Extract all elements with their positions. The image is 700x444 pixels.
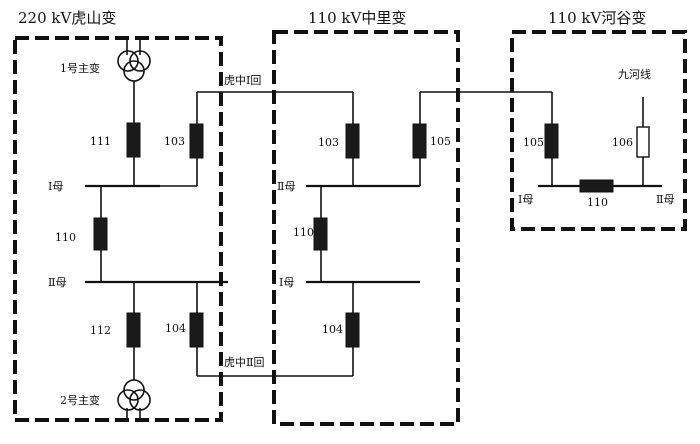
breaker-hushan-103-label: 103 <box>164 135 185 148</box>
transformer-1-label: 1号主变 <box>60 61 100 75</box>
zhongli-station-box <box>272 30 460 426</box>
hushan-station-box <box>13 36 223 422</box>
breaker-zhongli-105-label: 105 <box>430 135 451 148</box>
station-title-zhongli: 110 kV中里变 <box>308 9 406 27</box>
hegu-bus-2-label: Ⅱ母 <box>656 193 674 206</box>
breaker-hegu-105-label: 105 <box>523 136 544 149</box>
breaker-zhongli-110-label: 110 <box>293 226 314 239</box>
breaker-hushan-110-label: 110 <box>55 231 76 244</box>
hushan-bus-1-label: Ⅰ母 <box>48 180 63 193</box>
breaker-111[interactable] <box>126 122 141 158</box>
breaker-112[interactable] <box>126 312 141 348</box>
zhongli-bus-2-label: Ⅱ母 <box>277 180 295 193</box>
breaker-zhongli-110[interactable] <box>313 217 328 251</box>
transformer-1-icon <box>117 40 151 88</box>
breaker-hushan-104[interactable] <box>189 312 204 348</box>
breaker-hegu-106[interactable] <box>636 126 650 158</box>
hegu-station-box <box>510 30 687 231</box>
hegu-bus-1-label: Ⅰ母 <box>518 193 533 206</box>
breaker-hegu-110-label: 110 <box>587 196 608 209</box>
breaker-hushan-104-label: 104 <box>165 322 186 335</box>
breaker-hushan-110[interactable] <box>93 217 108 251</box>
hushan-bus-2-label: Ⅱ母 <box>48 276 66 289</box>
breaker-zhongli-104-label: 104 <box>322 323 343 336</box>
breaker-zhongli-103[interactable] <box>345 123 360 159</box>
station-title-hushan: 220 kV虎山变 <box>18 9 116 27</box>
line-jiuhe-label: 九河线 <box>618 67 651 81</box>
breaker-zhongli-104[interactable] <box>345 312 360 348</box>
zhongli-bus-1-label: Ⅰ母 <box>279 276 294 289</box>
breaker-hegu-106-label: 106 <box>612 136 633 149</box>
breaker-hegu-110[interactable] <box>579 179 614 193</box>
breaker-zhongli-105[interactable] <box>412 123 427 159</box>
transformer-2-label: 2号主变 <box>60 393 100 407</box>
breaker-112-label: 112 <box>90 324 111 337</box>
breaker-hegu-105[interactable] <box>544 123 559 159</box>
breaker-hushan-103[interactable] <box>189 123 204 159</box>
breaker-zhongli-103-label: 103 <box>318 136 339 149</box>
line-huzhong-1-label: 虎中Ⅰ回 <box>224 74 261 87</box>
station-title-hegu: 110 kV河谷变 <box>548 9 646 27</box>
line-huzhong-2-label: 虎中Ⅱ回 <box>224 356 264 369</box>
transformer-2-icon <box>117 379 151 418</box>
breaker-111-label: 111 <box>90 135 111 148</box>
